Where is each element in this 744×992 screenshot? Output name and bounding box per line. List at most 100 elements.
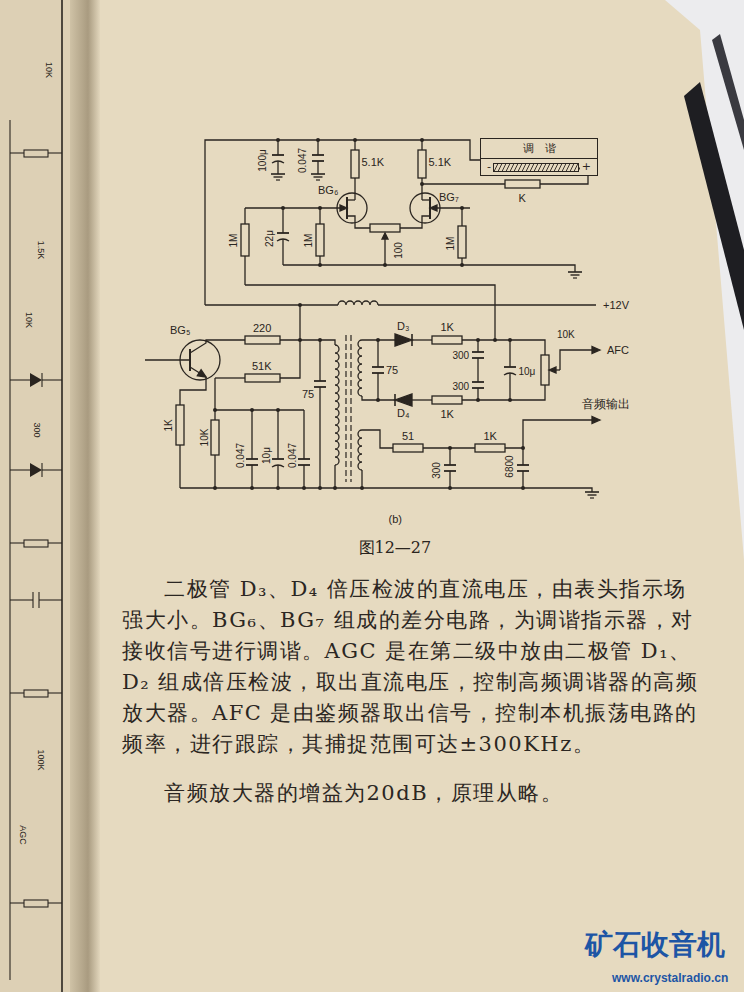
capacitor-symbol <box>272 154 284 156</box>
left-page-diode <box>30 373 42 387</box>
junction-dot <box>448 486 452 490</box>
wire <box>303 410 304 459</box>
resistor-symbol <box>316 224 324 256</box>
left-page-label: 10K <box>23 312 33 328</box>
component-label: 75 <box>386 364 398 376</box>
component-label: 10μ <box>519 366 536 377</box>
junction-dot <box>508 398 512 402</box>
left-page-label: 100K <box>35 749 45 770</box>
component-label: 0.047 <box>297 147 308 172</box>
left-page-wire <box>9 120 10 980</box>
capacitor-symbol <box>272 458 284 460</box>
component-label: 51K <box>252 360 272 372</box>
component-label: 1K <box>484 430 497 442</box>
body-paragraph: 二极管 D₃、D₄ 倍压检波的直流电压，由表头指示场强大小。BG₆、BG₇ 组成… <box>122 574 702 760</box>
component-label: 100 <box>392 242 403 259</box>
body-paragraph: 音频放大器的增益为20dB，原理从略。 <box>122 778 702 809</box>
component-label: K <box>519 192 526 204</box>
wire <box>205 304 338 305</box>
capacitor-symbol <box>372 366 384 368</box>
wire <box>334 465 335 488</box>
component-label: 0.047 <box>287 442 298 467</box>
resistor-symbol <box>370 224 400 232</box>
wire <box>571 274 580 275</box>
meter-hatch <box>546 163 550 171</box>
left-page-wire <box>10 542 24 543</box>
wire <box>180 488 592 492</box>
resistor-symbol <box>211 420 219 455</box>
junction-dot <box>420 182 424 186</box>
junction-dot <box>213 408 217 412</box>
left-page-wire <box>10 379 30 380</box>
left-page-label: 10K <box>43 62 53 78</box>
wire <box>422 199 430 200</box>
junction-dot <box>360 486 364 490</box>
wire <box>461 208 462 226</box>
wire <box>245 207 340 208</box>
meter-hatch <box>502 163 506 171</box>
resistor-symbol <box>351 150 359 178</box>
junction-dot <box>376 338 380 342</box>
meter-hatch <box>522 163 526 171</box>
component-label: BG₇ <box>439 191 459 203</box>
component-label: AFC <box>607 344 629 356</box>
wire <box>277 140 278 155</box>
left-page-wire <box>32 592 33 608</box>
wire <box>145 359 190 360</box>
wire <box>244 256 245 285</box>
left-page-part <box>24 540 48 547</box>
wire <box>462 385 545 400</box>
wire <box>245 285 495 340</box>
component-label: 1K <box>163 419 174 431</box>
wire <box>319 387 320 488</box>
component-label: 0.047 <box>235 442 246 467</box>
meter-hatch <box>534 163 538 171</box>
component-label: 10K <box>557 329 575 340</box>
wire <box>215 409 304 410</box>
wire <box>314 176 323 177</box>
meter-hatch <box>530 163 534 171</box>
wire <box>509 373 510 400</box>
left-page-part <box>24 690 48 697</box>
left-page-wire <box>42 469 62 470</box>
arrow-head <box>382 233 388 239</box>
pen <box>684 82 744 330</box>
component-label: 音频输出 <box>582 398 630 411</box>
junction-dot <box>476 338 480 342</box>
left-page-wire <box>10 469 30 470</box>
component-label: 22μ <box>263 230 274 247</box>
inductor-symbol <box>338 301 378 305</box>
wire <box>190 367 206 377</box>
arrow-head <box>197 370 206 377</box>
wire <box>585 491 599 493</box>
wire <box>319 340 320 381</box>
watermark: www.crystalradio.cn <box>612 972 728 985</box>
wire <box>251 410 252 459</box>
left-page-wire <box>42 379 62 380</box>
wire <box>277 410 278 459</box>
diode-symbol <box>395 334 412 346</box>
terminal-sign: + <box>580 161 593 173</box>
component-label: 10K <box>199 428 210 446</box>
wire <box>280 340 335 345</box>
capacitor-symbol <box>472 381 484 383</box>
component-label: 6800 <box>504 455 515 477</box>
wire <box>277 465 278 488</box>
capacitor-symbol <box>444 464 456 466</box>
meter-scale <box>493 163 580 172</box>
coil-symbol <box>335 345 339 465</box>
component-label: (b) <box>389 513 402 525</box>
wire <box>477 358 478 370</box>
junction-dot <box>476 398 480 402</box>
resistor-symbol <box>458 226 466 258</box>
wire <box>462 340 545 355</box>
transistor-symbol <box>337 193 367 223</box>
wire <box>412 399 432 400</box>
component-label: 51 <box>402 430 414 442</box>
wire <box>590 497 594 498</box>
wire <box>251 465 252 488</box>
right-page <box>80 0 744 992</box>
meter-hatch <box>498 163 502 171</box>
wire <box>384 239 385 265</box>
